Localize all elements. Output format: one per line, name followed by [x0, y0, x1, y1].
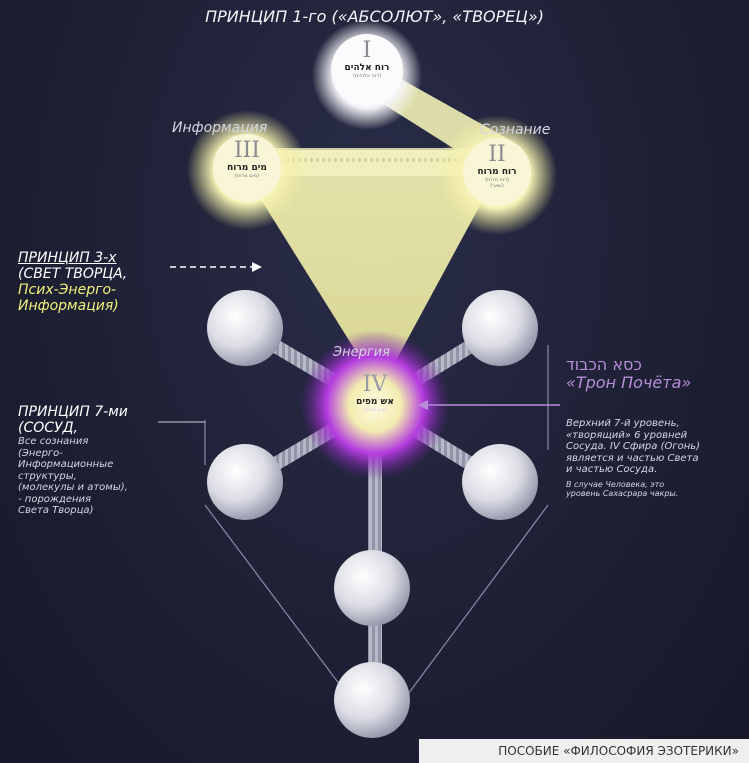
- node-i-sub: (דוח אלוהים): [327, 73, 407, 79]
- node-iii-sub: (מים מרוח): [207, 173, 287, 179]
- label-energy: Энергия: [333, 346, 390, 361]
- principle-3-block: ПРИНЦИП 3-х (СВЕТ ТВОРЦА, Псих-Энерго- И…: [18, 250, 127, 314]
- node-iv-sub: (אש מפים): [335, 407, 415, 413]
- principle-7-line2: (СОСУД,: [18, 420, 128, 436]
- footer-caption: ПОСОБИЕ «ФИЛОСОФИЯ ЭЗОТЕРИКИ»: [419, 739, 749, 763]
- node-i-label: I רוח אלהים (דוח אלוהים): [327, 38, 407, 79]
- principle-7-line3: Все сознания: [18, 436, 128, 448]
- node-ii-roman: II: [457, 142, 537, 167]
- throne-desc-3: Сосуда. IV Сфира (Огонь): [566, 441, 700, 453]
- principle-7-line6: структуры,: [18, 471, 128, 483]
- throne-desc-2: «творящий» 6 уровней: [566, 430, 700, 442]
- throne-desc-4: является и частью Света: [566, 453, 700, 465]
- sphere-bottom: [334, 662, 410, 738]
- principle-7-line8: - порождения: [18, 494, 128, 506]
- principle-7-block: ПРИНЦИП 7-ми (СОСУД, Все сознания (Энерг…: [18, 404, 128, 517]
- throne-note-1: В случае Человека, это: [566, 480, 700, 489]
- node-iii-hebrew: מים מרוח: [207, 163, 287, 173]
- throne-title: «Трон Почёта»: [566, 374, 691, 392]
- principle-7-line1: ПРИНЦИП 7-ми: [18, 404, 128, 420]
- throne-block: כסא הכבוד «Трон Почёта»: [566, 356, 691, 393]
- sphere-lower-right: [462, 444, 538, 520]
- node-iv-label: IV אש מפים (אש מפים): [335, 372, 415, 413]
- throne-desc-5: и частью Сосуда.: [566, 464, 700, 476]
- principle-7-line5: Информационные: [18, 459, 128, 471]
- sphere-upper-left: [207, 290, 283, 366]
- node-i-hebrew: רוח אלהים: [327, 63, 407, 73]
- node-i-roman: I: [327, 38, 407, 63]
- principle-3-line4: Информация): [18, 298, 127, 314]
- principle-3-line2: (СВЕТ ТВОРЦА,: [18, 266, 127, 282]
- node-iii-roman: III: [207, 138, 287, 163]
- node-iv-roman: IV: [335, 372, 415, 397]
- principle-3-line1: ПРИНЦИП 3-х: [18, 250, 127, 266]
- arrow-principle-3-head: [252, 262, 262, 272]
- sphere-middle: [334, 550, 410, 626]
- sphere-lower-left: [207, 444, 283, 520]
- throne-note-2: уровень Сахасрара чакры.: [566, 489, 700, 498]
- label-consciousness: Сознание: [480, 122, 550, 138]
- principle-3-line3: Псих-Энерго-: [18, 282, 127, 298]
- sphere-upper-right: [462, 290, 538, 366]
- node-ii-hebrew: רוח מרוח: [457, 167, 537, 177]
- node-iv-hebrew: אש מפים: [335, 397, 415, 407]
- throne-description: Верхний 7-й уровень, «творящий» 6 уровне…: [566, 418, 700, 498]
- principle-7-line7: (молекулы и атомы),: [18, 482, 128, 494]
- node-ii-sub2: (שאר): [457, 183, 537, 189]
- label-information: Информация: [172, 120, 267, 136]
- node-iii-label: III מים מרוח (מים מרוח): [207, 138, 287, 179]
- principle-7-line4: (Энерго-: [18, 448, 128, 460]
- throne-hebrew: כסא הכבוד: [566, 356, 691, 374]
- principle-7-line9: Света Творца): [18, 505, 128, 517]
- page-title: ПРИНЦИП 1-го («АБСОЛЮТ», «ТВОРЕЦ»): [0, 8, 749, 26]
- node-ii-label: II רוח מרוח (רוח מרוח) (שאר): [457, 142, 537, 189]
- throne-desc-1: Верхний 7-й уровень,: [566, 418, 700, 430]
